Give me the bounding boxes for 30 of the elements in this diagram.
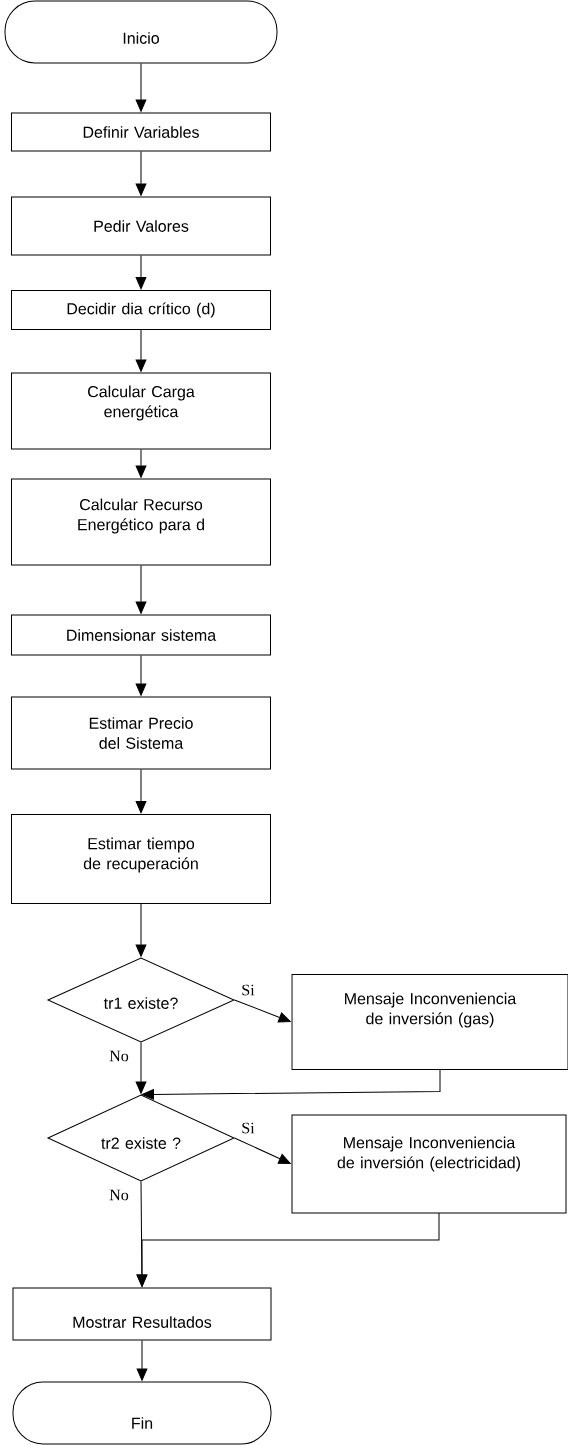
edge-label: Si — [242, 1122, 255, 1134]
process-box: Mensaje Inconveniencia de inversión (gas) — [291, 974, 568, 1070]
process-box: Estimar Precio del Sistema — [11, 696, 271, 770]
process-box: Calcular Recurso Energético para d — [11, 478, 271, 566]
arrow — [135, 255, 147, 290]
arrow — [135, 1042, 147, 1094]
edge-label: No — [109, 1050, 129, 1062]
process-box: Mensaje Inconveniencia de inversión (electricidad) — [291, 1114, 567, 1214]
edge-label: Si — [242, 984, 255, 996]
arrow — [141, 1069, 441, 1100]
arrow — [136, 1340, 148, 1381]
arrow — [136, 1212, 440, 1287]
process-box: Definir Variables — [11, 112, 271, 152]
process-box: Estimar tiempo de recuperación — [11, 814, 271, 904]
arrow — [135, 329, 147, 372]
arrow — [135, 151, 147, 196]
process-box: Decidir dia crítico (d) — [11, 290, 271, 330]
arrow — [135, 903, 147, 957]
arrow — [135, 449, 147, 478]
edge-label: No — [109, 1189, 129, 1201]
process-box: Calcular Carga energética — [11, 372, 271, 450]
arrow — [135, 655, 147, 696]
arrow — [234, 999, 291, 1023]
process-box: Mostrar Resultados — [12, 1287, 272, 1341]
arrow — [234, 1137, 291, 1164]
arrow — [135, 769, 147, 814]
process-box: Pedir Valores — [11, 196, 271, 256]
process-box: Dimensionar sistema — [11, 614, 271, 656]
arrow — [135, 63, 147, 112]
arrow — [135, 565, 147, 614]
